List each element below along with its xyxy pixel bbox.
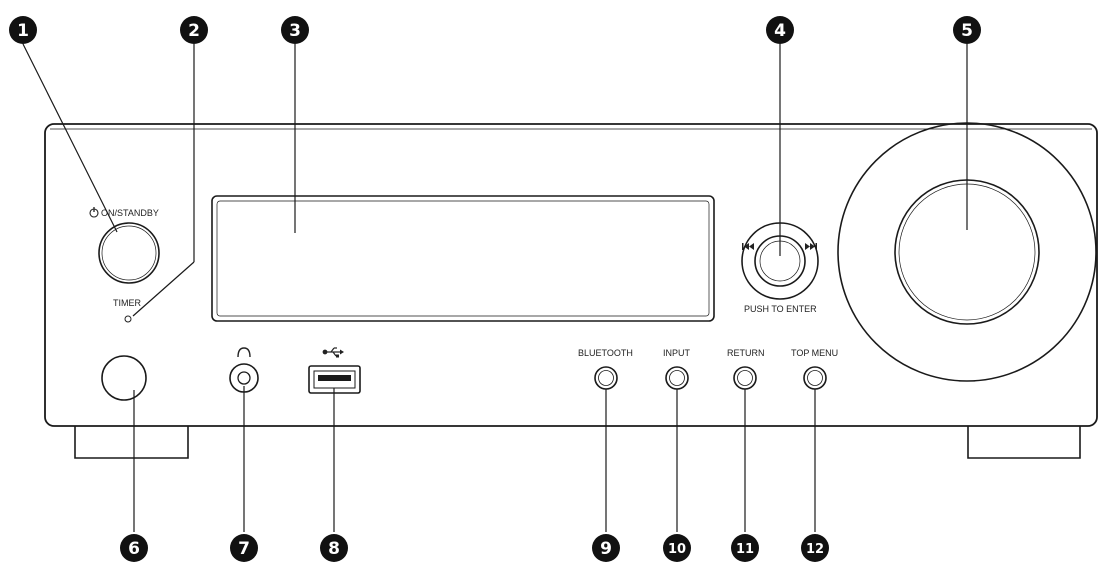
svg-text:9: 9 (600, 539, 612, 559)
svg-text:8: 8 (328, 539, 340, 559)
callout-6: 6 (120, 534, 148, 562)
power-icon (89, 207, 99, 218)
svg-text:5: 5 (961, 21, 973, 41)
input-button-inner (669, 370, 685, 386)
callout-11: 11 (731, 534, 759, 562)
svg-text:10: 10 (668, 542, 686, 557)
return-button-inner (737, 370, 753, 386)
usb-icon (322, 347, 344, 358)
top-menu-button-inner (807, 370, 823, 386)
power-label: ON/STANDBY (101, 208, 159, 218)
callout-10: 10 (663, 534, 691, 562)
usb-port-tongue (318, 375, 351, 381)
chassis (44, 123, 1098, 427)
timer-indicator (124, 315, 132, 323)
svg-text:3: 3 (289, 21, 301, 41)
svg-text:11: 11 (736, 542, 754, 557)
timer-label: TIMER (113, 298, 141, 308)
display-inner (216, 200, 710, 317)
callout-5: 5 (953, 16, 981, 44)
top-menu-label: TOP MENU (791, 348, 838, 358)
return-label: RETURN (727, 348, 765, 358)
svg-text:12: 12 (806, 542, 824, 557)
left-foot (74, 426, 189, 459)
headphones-icon (237, 347, 251, 358)
callout-3: 3 (281, 16, 309, 44)
power-button-ring (101, 225, 157, 281)
callout-2: 2 (180, 16, 208, 44)
callout-12: 12 (801, 534, 829, 562)
display-window (211, 195, 715, 322)
callout-7: 7 (230, 534, 258, 562)
power-button[interactable] (98, 222, 160, 284)
callout-1: 1 (9, 16, 37, 44)
callout-9: 9 (592, 534, 620, 562)
skip-forward-icon (805, 243, 817, 250)
svg-text:1: 1 (17, 21, 29, 41)
callout-8: 8 (320, 534, 348, 562)
bluetooth-button-inner (598, 370, 614, 386)
bluetooth-label: BLUETOOTH (578, 348, 633, 358)
callout-4: 4 (766, 16, 794, 44)
headphone-jack-hole (237, 371, 251, 385)
svg-text:4: 4 (774, 21, 786, 41)
svg-text:2: 2 (188, 21, 200, 41)
svg-text:7: 7 (238, 539, 250, 559)
input-label: INPUT (663, 348, 691, 358)
leader-lines (22, 43, 968, 532)
svg-text:6: 6 (128, 539, 140, 559)
skip-back-icon (742, 243, 754, 250)
remote-sensor (101, 355, 147, 401)
push-to-enter-label: PUSH TO ENTER (744, 304, 817, 314)
right-foot (967, 426, 1081, 459)
